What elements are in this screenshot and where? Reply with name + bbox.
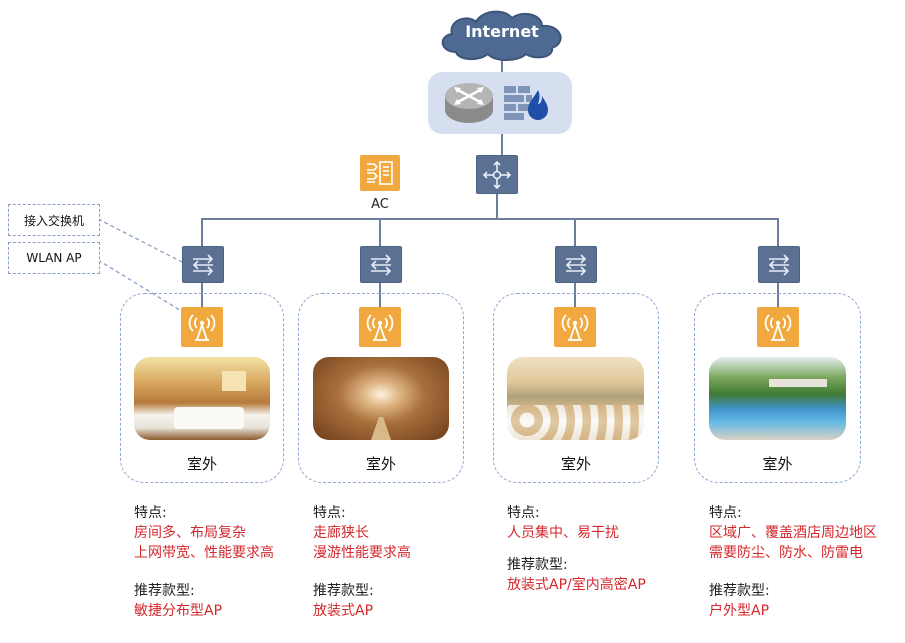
access-controller-icon bbox=[367, 161, 393, 185]
features-title: 特点: bbox=[507, 505, 540, 521]
scenario-info-3: 特点: 人员集中、易干扰 推荐款型: 放装式AP/室内高密AP bbox=[507, 503, 646, 595]
scenario-card-corridor bbox=[298, 293, 464, 483]
recommend-title: 推荐款型: bbox=[507, 557, 568, 573]
switch-icon bbox=[565, 253, 587, 276]
recommended-model: 放装式AP bbox=[313, 603, 374, 619]
access-switch-4[interactable] bbox=[758, 246, 800, 283]
feature-item: 漫游性能要求高 bbox=[313, 545, 411, 561]
switch-icon bbox=[192, 253, 214, 276]
wireless-ap-icon bbox=[561, 314, 589, 341]
recommend-title: 推荐款型: bbox=[134, 583, 195, 599]
callout-wlan-ap-label: WLAN AP bbox=[26, 251, 82, 265]
access-switch-1[interactable] bbox=[182, 246, 224, 283]
callout-leader-switch bbox=[97, 218, 183, 263]
recommend-title: 推荐款型: bbox=[313, 583, 374, 599]
access-controller[interactable] bbox=[360, 155, 400, 191]
scenario-card-guest-room bbox=[120, 293, 284, 483]
wireless-ap-icon bbox=[764, 314, 792, 341]
internet-label: Internet bbox=[465, 22, 539, 41]
recommended-model: 户外型AP bbox=[709, 603, 770, 619]
wireless-ap-icon bbox=[366, 314, 394, 341]
scene-label-2: 室外 bbox=[365, 455, 396, 473]
photo-outdoor-pool bbox=[709, 357, 846, 440]
recommended-model: 敏捷分布型AP bbox=[134, 603, 223, 619]
callout-access-switch-label: 接入交换机 bbox=[23, 213, 84, 228]
access-switch-2[interactable] bbox=[360, 246, 402, 283]
router-icon bbox=[445, 83, 493, 123]
scene-label-3: 室外 bbox=[560, 455, 591, 473]
feature-item: 房间多、布局复杂 bbox=[134, 525, 246, 541]
switch-icon bbox=[768, 253, 790, 276]
wlan-ap-3[interactable] bbox=[554, 307, 596, 347]
scenario-info-1: 特点: 房间多、布局复杂 上网带宽、性能要求高 推荐款型: 敏捷分布型AP bbox=[134, 503, 274, 621]
core-switch[interactable] bbox=[476, 155, 518, 194]
callout-access-switch: 接入交换机 bbox=[8, 204, 100, 236]
firewall-icon bbox=[504, 86, 548, 120]
feature-item: 走廊狭长 bbox=[313, 525, 369, 541]
photo-hotel-corridor bbox=[313, 357, 449, 440]
wireless-ap-icon bbox=[188, 314, 216, 341]
recommend-title: 推荐款型: bbox=[709, 583, 770, 599]
photo-hotel-guest-room bbox=[134, 357, 270, 440]
recommended-model: 放装式AP/室内高密AP bbox=[507, 577, 646, 593]
internet-cloud-icon bbox=[441, 10, 562, 61]
feature-item: 区域广、覆盖酒店周边地区 bbox=[709, 525, 877, 541]
gateway-panel bbox=[428, 72, 572, 134]
scene-label-1: 室外 bbox=[186, 455, 217, 473]
feature-item: 人员集中、易干扰 bbox=[507, 525, 619, 541]
scene-label-4: 室外 bbox=[762, 455, 793, 473]
switch-icon bbox=[370, 253, 392, 276]
ac-label: AC bbox=[371, 197, 389, 212]
access-switch-3[interactable] bbox=[555, 246, 597, 283]
features-title: 特点: bbox=[709, 505, 742, 521]
scenario-info-2: 特点: 走廊狭长 漫游性能要求高 推荐款型: 放装式AP bbox=[313, 503, 411, 621]
callout-wlan-ap: WLAN AP bbox=[8, 242, 100, 274]
scenario-card-banquet-hall bbox=[493, 293, 659, 483]
feature-item: 上网带宽、性能要求高 bbox=[134, 545, 274, 561]
feature-item: 需要防尘、防水、防雷电 bbox=[709, 545, 863, 561]
photo-banquet-hall bbox=[507, 357, 644, 440]
features-title: 特点: bbox=[313, 505, 346, 521]
scenario-info-4: 特点: 区域广、覆盖酒店周边地区 需要防尘、防水、防雷电 推荐款型: 户外型AP bbox=[709, 503, 877, 621]
wlan-ap-4[interactable] bbox=[757, 307, 799, 347]
wlan-ap-2[interactable] bbox=[359, 307, 401, 347]
callout-leader-ap bbox=[97, 259, 184, 313]
scenario-card-outdoor-pool bbox=[694, 293, 861, 483]
wlan-ap-1[interactable] bbox=[181, 307, 223, 347]
core-switch-icon bbox=[482, 160, 512, 189]
features-title: 特点: bbox=[134, 505, 167, 521]
wire-bus bbox=[201, 218, 779, 246]
